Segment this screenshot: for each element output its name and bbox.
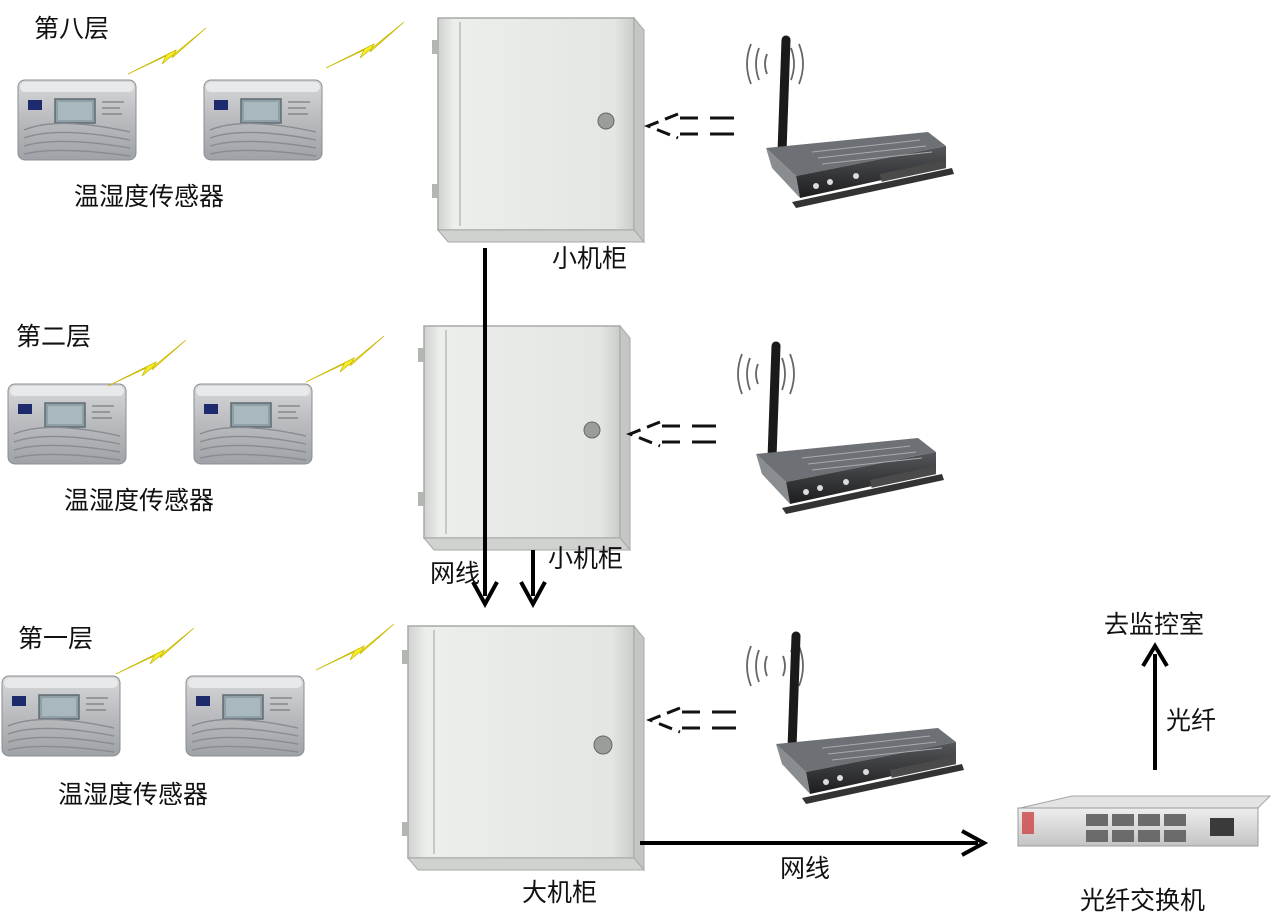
- lightning-signal-icon: [325, 21, 405, 69]
- sensor-floor8-a: [17, 79, 137, 161]
- cabinet-floor8: [431, 17, 645, 243]
- lightning-signal-icon: [107, 339, 187, 387]
- sensor-floor2-a: [7, 383, 127, 465]
- sensor-label-8: 温湿度传感器: [74, 182, 225, 211]
- cabinet-label-1: 大机柜: [522, 878, 598, 907]
- network-cable-arrow-vertical: [471, 248, 499, 609]
- lock-icon: [583, 421, 601, 439]
- lightning-signal-icon: [305, 335, 385, 383]
- sensor-floor2-b: [193, 383, 313, 465]
- network-cable-label: 网线: [430, 559, 481, 588]
- floor-label-8: 第八层: [34, 14, 110, 43]
- network-cable-arrow-horizontal: [640, 829, 989, 857]
- lightning-signal-icon: [115, 627, 195, 675]
- network-cable-label-bottom: 网线: [780, 854, 831, 883]
- sensor-floor1-a: [1, 675, 121, 757]
- lightning-signal-icon: [127, 27, 207, 75]
- wireless-link-arrow: [628, 420, 718, 448]
- cabinet-floor2: [417, 325, 631, 551]
- lightning-signal-icon: [315, 623, 395, 671]
- wireless-link-arrow: [648, 706, 738, 734]
- fiber-switch-label: 光纤交换机: [1080, 886, 1206, 915]
- cabinet-floor1: [402, 624, 646, 872]
- radio-waves-icon: [737, 353, 795, 395]
- fiber-up-arrow: [1141, 642, 1169, 770]
- radio-waves-icon: [746, 43, 804, 85]
- sensor-floor8-b: [203, 79, 323, 161]
- cabinet-label-2: 小机柜: [548, 544, 624, 573]
- destination-label: 去监控室: [1104, 610, 1205, 639]
- sensor-floor1-b: [185, 675, 305, 757]
- wireless-gateway: [776, 636, 964, 804]
- cabinet-label-8: 小机柜: [552, 244, 628, 273]
- sensor-label-1: 温湿度传感器: [58, 780, 209, 809]
- floor-label-1: 第一层: [18, 624, 94, 653]
- cabinet-down-arrow: [519, 550, 547, 609]
- floor-label-2: 第二层: [16, 322, 92, 351]
- sensor-label-2: 温湿度传感器: [64, 486, 215, 515]
- lock-icon: [597, 112, 615, 130]
- fiber-switch: [1017, 795, 1272, 847]
- fiber-label: 光纤: [1166, 706, 1217, 735]
- lock-icon: [593, 735, 613, 755]
- wireless-link-arrow: [646, 112, 736, 140]
